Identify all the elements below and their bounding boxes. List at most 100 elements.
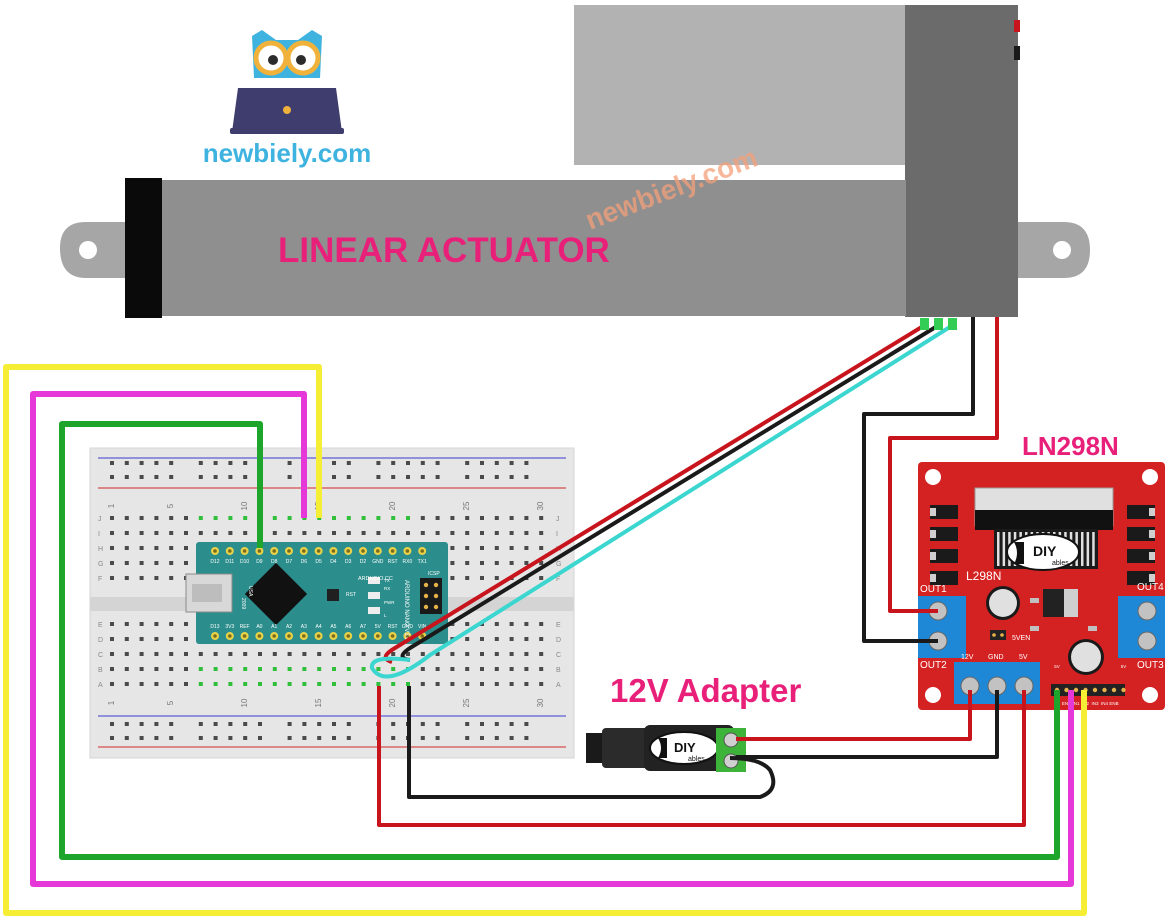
terminal-hole [184,546,188,550]
terminal-hole [198,667,203,671]
rail-hole [124,461,129,465]
nano-pin-hole [420,634,425,638]
header-pin-label: 5V [1054,664,1060,669]
column-number: 5 [166,503,175,508]
driver-diodes [930,505,1155,585]
rail-hole [480,461,484,465]
terminal-hole [509,531,514,535]
terminal-hole [524,682,529,686]
terminal-hole [509,637,514,641]
terminal-hole [139,546,144,550]
terminal-hole [124,576,129,580]
rail-hole [228,461,233,465]
nano-pin-hole [287,549,291,553]
terminal-hole [139,652,144,656]
terminal-hole [465,622,470,626]
row-letter: J [556,516,560,523]
driver-gnd-label: GND [988,654,1004,661]
terminal-hole [450,516,455,520]
terminal-hole [524,667,529,671]
nano-pin-label: D8 [271,559,278,565]
terminal-hole [154,622,159,626]
terminal-hole [110,576,114,580]
driver-out3-label: OUT3 [1137,660,1164,671]
rail-hole [465,475,470,479]
diode-lead [1149,508,1155,516]
nano-pin-label: VIN [418,624,427,630]
rail-hole [198,722,203,726]
terminal-hole [110,637,114,641]
terminal-hole [480,637,484,641]
nano-pin-hole [390,549,395,553]
terminal-hole [228,667,233,671]
terminal-hole [480,652,484,656]
terminal-hole [243,531,248,535]
driver-label: LN298N [1022,431,1119,461]
newbiely-logo: newbiely.com [203,30,371,168]
row-letter: C [98,652,103,659]
diode-lead [930,508,936,516]
terminal-hole [110,516,114,520]
rail-hole [198,736,203,740]
terminal-hole [465,637,470,641]
nano-pin-label: A6 [345,624,351,630]
nano-pin-label: RST [388,559,398,565]
nano-pin-label: D11 [225,559,234,565]
nano-rst-label: RST [346,592,356,598]
nano-pin-hole [390,634,395,638]
terminal-hole [169,652,174,656]
terminal-hole [376,516,381,520]
rail-hole [480,475,484,479]
rail-hole [243,461,248,465]
fin [1086,532,1090,566]
terminal-hole [420,652,425,656]
terminal-hole [450,546,455,550]
nano-pin-label: GND [372,559,384,565]
nano-year-text: 2009 [240,598,246,609]
nano-pin-hole [331,634,336,638]
terminal-hole [258,652,262,656]
terminal-hole [406,516,410,520]
terminal-hole [228,516,233,520]
terminal-hole [391,652,396,656]
terminal-hole [539,682,544,686]
terminal-hole [302,682,307,686]
rail-hole [420,461,425,465]
row-letter: B [556,667,561,674]
rail-hole [213,736,218,740]
terminal-hole [332,531,336,535]
rail-hole [391,475,396,479]
rail-hole [110,722,114,726]
terminal-hole [494,682,499,686]
nano-pin-label: A5 [330,624,336,630]
terminal-hole [435,531,440,535]
row-letter: D [98,637,103,644]
rail-hole [524,475,529,479]
terminal-hole [539,576,544,580]
column-number: 25 [462,698,471,707]
terminal-hole [213,652,218,656]
header-pin [1102,687,1107,693]
terminal-hole [184,652,188,656]
rail-hole [346,475,351,479]
terminal-hole [169,546,174,550]
column-number: 15 [314,698,323,707]
header-pin-label: 5V [1121,664,1127,669]
diode [930,571,958,585]
terminal-hole [465,576,470,580]
diode-lead [1149,552,1155,560]
terminal-hole [154,561,159,565]
terminal-hole [154,531,159,535]
terminal-hole [450,682,455,686]
nano-pin-hole [316,549,321,553]
nano-pin-hole [242,549,247,553]
terminal-hole [509,622,514,626]
terminal-hole [361,682,366,686]
rail-hole [420,475,425,479]
rail-hole [420,736,425,740]
row-letter: I [98,531,100,538]
rail-hole [332,461,336,465]
nano-pin-hole [228,634,232,638]
rail-hole [169,736,174,740]
terminal-hole [110,667,114,671]
